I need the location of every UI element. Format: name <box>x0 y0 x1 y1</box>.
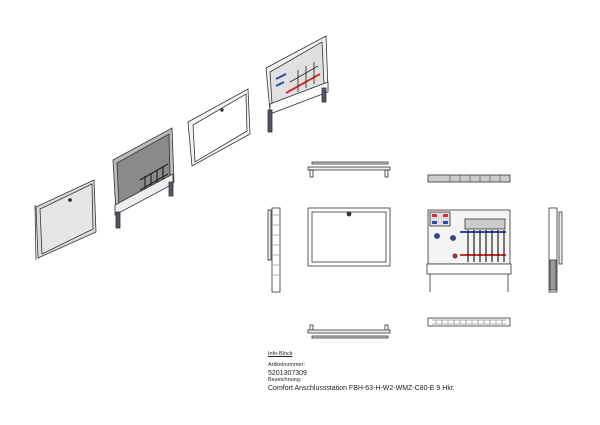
door-side-view <box>267 207 281 293</box>
info-block: Info-Block Artikelnummer: 5201307309 Bez… <box>268 351 455 392</box>
door-top-view <box>307 161 391 178</box>
iso-door-closed <box>34 179 97 261</box>
article-number-label: Artikelnummer: <box>268 362 305 369</box>
description-label: Bezeichnung: <box>268 377 302 384</box>
door-front-view <box>307 207 391 267</box>
station-top-view <box>427 174 511 183</box>
station-front-view <box>426 209 512 292</box>
info-block-heading: Info-Block <box>268 351 293 357</box>
station-bottom-view <box>427 317 511 327</box>
door-bottom-view <box>307 324 391 339</box>
iso-station-assembled <box>265 35 329 133</box>
iso-door-open-view <box>187 88 251 167</box>
description: Comfort Anschlussstation FBH-63-H-W2-WMZ… <box>268 384 455 392</box>
article-number: 5201307309 <box>268 369 307 377</box>
station-side-view <box>548 207 563 293</box>
iso-station-frame <box>112 127 175 229</box>
